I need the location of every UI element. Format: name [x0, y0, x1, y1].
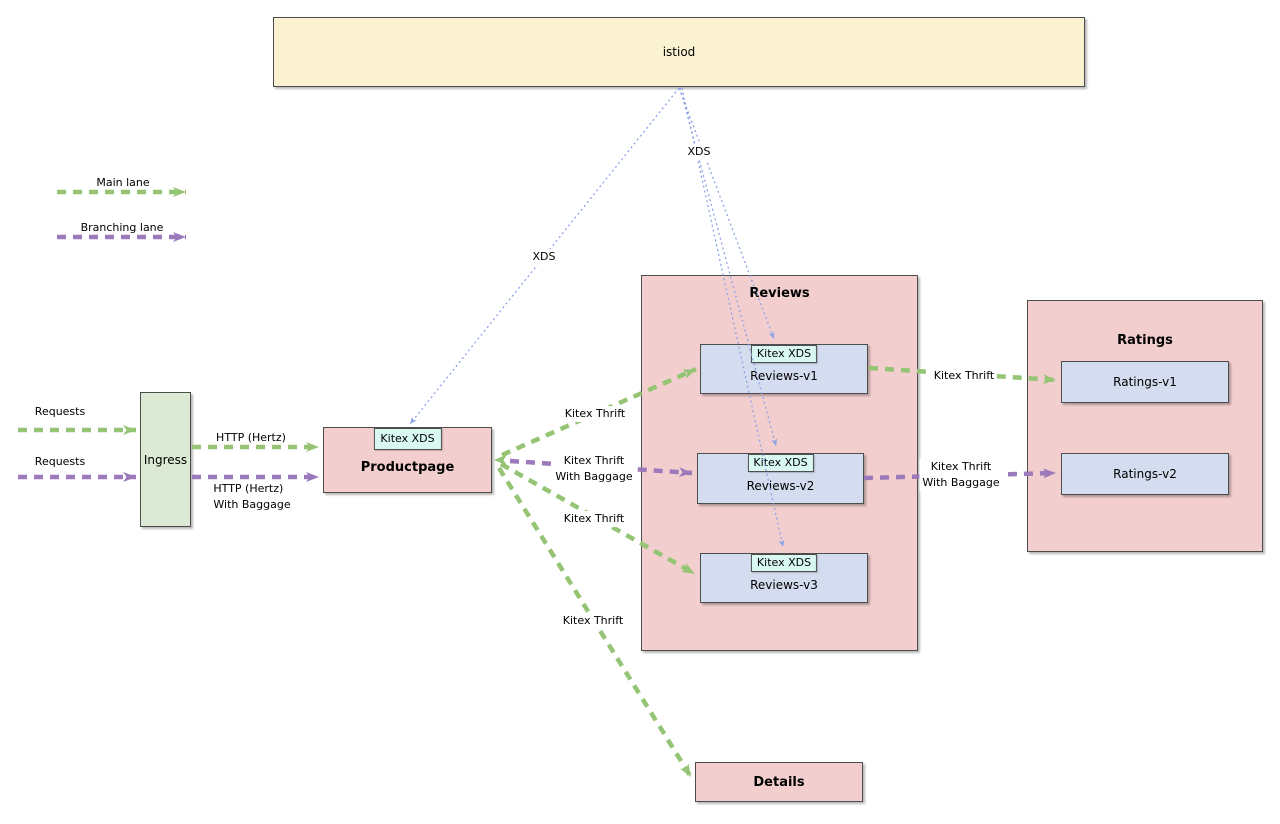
node-ingress: Ingress [140, 392, 191, 527]
label-kitex-thrift-v1: Kitex Thrift [561, 406, 629, 422]
label-http-hertz-baggage: HTTP (Hertz) With Baggage [213, 482, 291, 511]
reviews-v3-label: Reviews-v3 [750, 578, 818, 592]
productpage-return-arrowhead [494, 454, 507, 466]
label-kitex-thrift-v3: Kitex Thrift [560, 511, 628, 527]
reviews-v2-kitex-xds-badge: Kitex XDS [747, 454, 814, 472]
productpage-label: Productpage [360, 459, 455, 475]
node-reviews-v2: Kitex XDS Reviews-v2 [697, 453, 864, 504]
node-reviews-v3: Kitex XDS Reviews-v3 [700, 553, 868, 603]
reviews-v1-kitex-xds-badge: Kitex XDS [750, 345, 818, 363]
node-reviews-v1: Kitex XDS Reviews-v1 [700, 344, 868, 394]
reviews-v3-kitex-xds-badge: Kitex XDS [750, 554, 818, 572]
label-kitex-thrift-ratings: Kitex Thrift [930, 368, 998, 384]
node-ratings-v1: Ratings-v1 [1061, 361, 1229, 403]
details-label: Details [753, 774, 805, 790]
group-ratings: Ratings Ratings-v1 Ratings-v2 [1027, 300, 1263, 552]
reviews-v1-label: Reviews-v1 [750, 369, 818, 383]
label-requests-main: Requests [34, 405, 86, 419]
legend-branching-lane-label: Branching lane [80, 221, 164, 235]
ratings-v2-label: Ratings-v2 [1113, 467, 1177, 481]
label-xds-reviews: XDS [684, 144, 714, 160]
node-productpage: Kitex XDS Productpage [323, 427, 492, 493]
ratings-title: Ratings [1117, 333, 1173, 348]
label-requests-branching: Requests [34, 455, 86, 469]
istiod-label: istiod [662, 45, 696, 59]
node-details: Details [695, 762, 863, 802]
node-ratings-v2: Ratings-v2 [1061, 453, 1229, 495]
productpage-kitex-xds-badge: Kitex XDS [373, 428, 442, 450]
legend-main-lane-label: Main lane [96, 176, 150, 190]
reviews-title: Reviews [749, 286, 810, 301]
label-kitex-thrift-baggage-v2: Kitex Thrift With Baggage [552, 453, 636, 485]
ingress-label: Ingress [143, 452, 188, 467]
group-reviews: Reviews Kitex XDS Reviews-v1 Kitex XDS R… [641, 275, 918, 651]
label-http-hertz: HTTP (Hertz) [216, 431, 286, 445]
edge-xds-productpage [409, 87, 680, 425]
label-xds-productpage: XDS [529, 249, 559, 265]
label-kitex-thrift-details: Kitex Thrift [559, 613, 627, 629]
reviews-v2-label: Reviews-v2 [746, 478, 815, 493]
node-istiod: istiod [273, 17, 1085, 87]
ratings-v1-label: Ratings-v1 [1113, 375, 1177, 389]
label-kitex-thrift-baggage-ratings: Kitex Thrift With Baggage [919, 459, 1003, 491]
